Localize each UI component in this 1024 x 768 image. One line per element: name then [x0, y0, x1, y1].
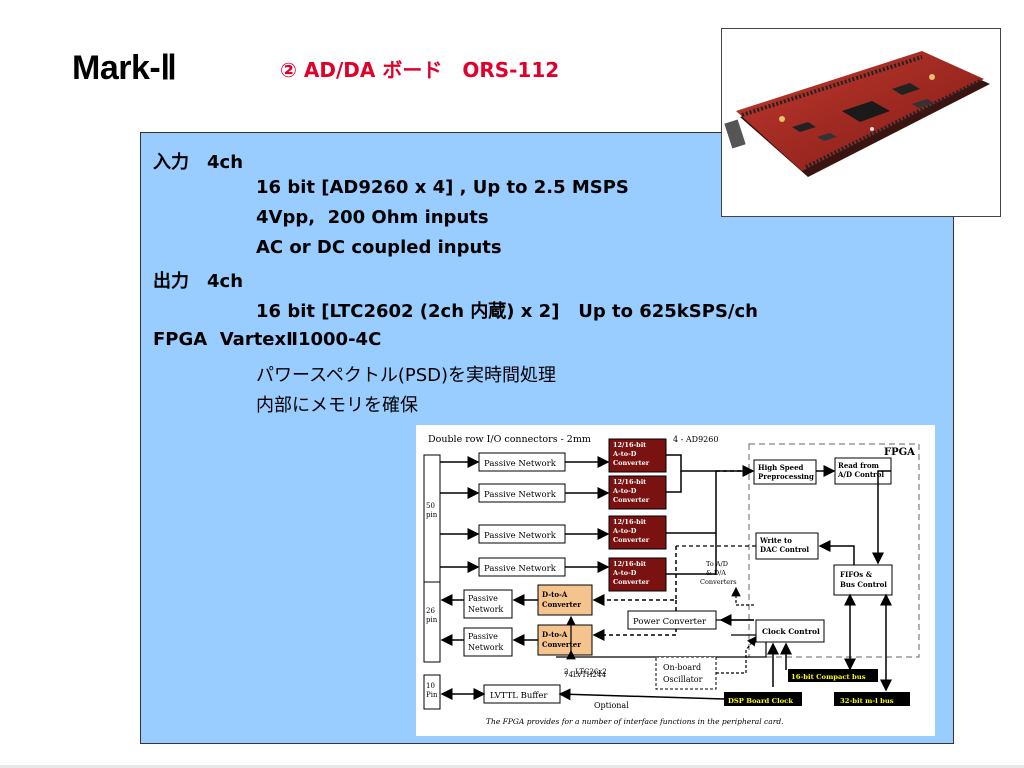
block-diagram: Double row I/O connectors - 2mm 4 - AD92…: [416, 425, 935, 736]
bus-16bit: [788, 669, 878, 682]
passive-network-out-2: [463, 627, 513, 657]
fpga-region: [748, 443, 920, 658]
adc-3-line3: Converter: [613, 536, 650, 544]
pin26-sub-label: pin: [426, 616, 438, 624]
connector-10pin: [423, 674, 441, 710]
to-ad-line1: To A/D: [706, 560, 728, 568]
hsp-line1: High Speed: [758, 463, 804, 472]
input-spec-2: 4Vpp, 200 Ohm inputs: [256, 207, 489, 228]
slide-title: Mark-Ⅱ: [72, 49, 177, 87]
passive-network-2-label: Passive Network: [484, 490, 557, 500]
optional-label: Optional: [594, 701, 629, 710]
passive-network-out-1: [463, 589, 513, 619]
pn-out-2-line2: Network: [468, 643, 503, 652]
fifo-line1: FIFOs &: [840, 570, 873, 579]
input-chain-3: Passive Network 12/16-bit A-to-D Convert…: [440, 515, 667, 550]
adc-4: [608, 557, 667, 592]
clock-control: [755, 619, 825, 643]
adc-2-line2: A-to-D: [612, 487, 637, 495]
onboard-oscillator: [655, 656, 717, 690]
osc-line1: On-board: [663, 663, 701, 672]
dac-1: [537, 584, 593, 616]
pn-out-2-line1: Passive: [468, 632, 498, 641]
pin26-label: 26: [426, 607, 435, 615]
diagram-caption: The FPGA provides for a number of interf…: [486, 717, 784, 726]
bus16-label: 16-bit Compact bus: [791, 673, 866, 681]
dac-chip-label: 2 - LTC26x2: [564, 668, 607, 676]
adc-count-label: 4 - AD9260: [673, 435, 718, 444]
circuit-board-image: [724, 51, 990, 177]
bus-32bit: [834, 692, 910, 706]
board-photo: [721, 28, 1001, 217]
adc-1: [608, 438, 667, 473]
power-converter-label: Power Converter: [633, 617, 707, 627]
footer-rule: [0, 765, 1024, 768]
input-heading: 入力 4ch: [153, 152, 244, 173]
adc-1-line2: A-to-D: [612, 450, 637, 458]
write-line1: Write to: [759, 536, 792, 545]
adc-4-line1: 12/16-bit: [613, 560, 646, 568]
adc-4-line2: A-to-D: [612, 569, 637, 577]
slide-subtitle: ② AD/DA ボード ORS-112: [280, 58, 560, 82]
adc-3-line1: 12/16-bit: [613, 518, 646, 526]
passive-network-4-label: Passive Network: [484, 564, 557, 574]
to-ad-line3: Converters: [700, 578, 737, 586]
dsp-board-clock: [724, 692, 802, 706]
clock-control-label: Clock Control: [762, 627, 820, 636]
input-spec-3: AC or DC coupled inputs: [256, 237, 502, 258]
write-line2: DAC Control: [760, 545, 809, 554]
fifos-bus-control: [833, 564, 893, 596]
adc-bus-lines: [666, 454, 755, 575]
fpga-heading: FPGA VartexⅡ1000-4C: [153, 329, 382, 350]
dac-2-line1: D-to-A: [542, 630, 568, 639]
lvttl-buffer-label: LVTTL Buffer: [490, 691, 548, 701]
read-line1: Read from: [838, 461, 880, 470]
adc-2-line1: 12/16-bit: [613, 478, 646, 486]
adc-2: [608, 475, 667, 510]
input-chain-2: Passive Network 12/16-bit A-to-D Convert…: [440, 475, 667, 510]
input-spec-1: 16 bit [AD9260 x 4] , Up to 2.5 MSPS: [256, 177, 629, 198]
output-spec-1: 16 bit [LTC2602 (2ch 内蔵) x 2] Up to 625k…: [256, 301, 758, 322]
passive-network-3-label: Passive Network: [484, 531, 557, 541]
high-speed-preprocessing: [753, 459, 817, 485]
adc-3-line2: A-to-D: [612, 527, 637, 535]
fpga-label: FPGA: [884, 447, 915, 458]
output-heading: 出力 4ch: [153, 271, 244, 292]
diagram-header: Double row I/O connectors - 2mm: [428, 434, 591, 445]
hsp-line2: Preprocessing: [758, 472, 814, 481]
dac-2: [537, 624, 593, 656]
adc-1-line3: Converter: [613, 459, 650, 467]
passive-network-1-label: Passive Network: [484, 459, 557, 469]
dsp-clock-label: DSP Board Clock: [728, 697, 793, 705]
osc-line2: Oscillator: [663, 675, 703, 684]
bus32-label: 32-bit m-l bus: [840, 697, 894, 705]
fifo-line2: Bus Control: [840, 580, 887, 589]
dac-2-line2: Converter: [542, 640, 581, 649]
adc-4-line3: Converter: [613, 578, 650, 586]
connector-26pin: [423, 581, 441, 663]
input-chain-1: Passive Network 12/16-bit A-to-D Convert…: [440, 438, 667, 473]
to-ad-line2: & D/A: [706, 569, 726, 577]
fpga-spec-2: 内部にメモリを確保: [256, 395, 418, 416]
pn-out-1-line1: Passive: [468, 594, 498, 603]
pn-out-1-line2: Network: [468, 605, 503, 614]
read-line2: A/D Control: [837, 470, 884, 479]
input-chain-4: Passive Network 12/16-bit A-to-D Convert…: [440, 557, 667, 592]
write-to-dac-control: [755, 532, 819, 560]
adc-3: [608, 515, 667, 550]
pin50-sub-label: pin: [426, 511, 438, 519]
buffer-chip-label: 74LVTH244: [564, 671, 606, 679]
block-diagram-svg: Double row I/O connectors - 2mm 4 - AD92…: [423, 434, 920, 726]
pin10-label: 10: [426, 682, 435, 690]
adc-1-line1: 12/16-bit: [613, 441, 646, 449]
dac-1-line2: Converter: [542, 600, 581, 609]
dac-1-line1: D-to-A: [542, 590, 568, 599]
fpga-spec-1: パワースペクトル(PSD)を実時間処理: [256, 365, 557, 386]
connector-50pin: [423, 454, 441, 596]
pin50-label: 50: [426, 502, 435, 510]
pin10-sub-label: Pin: [426, 691, 438, 699]
adc-2-line3: Converter: [613, 496, 650, 504]
